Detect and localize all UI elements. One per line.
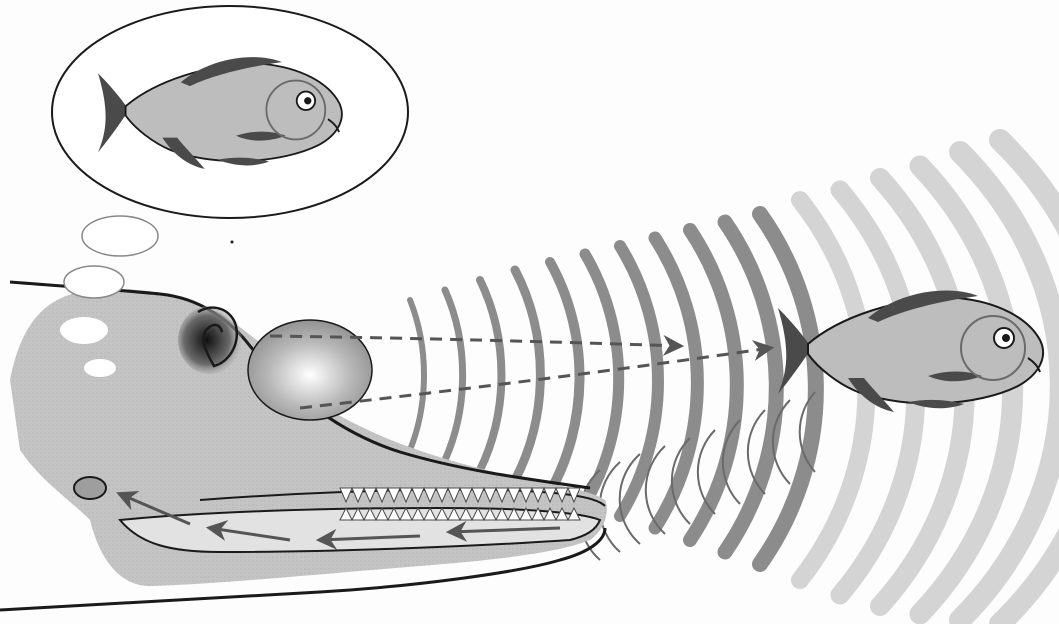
- blowhole-spot: [84, 359, 116, 377]
- thought-bubble-fish: [52, 6, 408, 218]
- speck: [231, 241, 234, 244]
- melon: [248, 320, 372, 420]
- ear: [74, 477, 106, 499]
